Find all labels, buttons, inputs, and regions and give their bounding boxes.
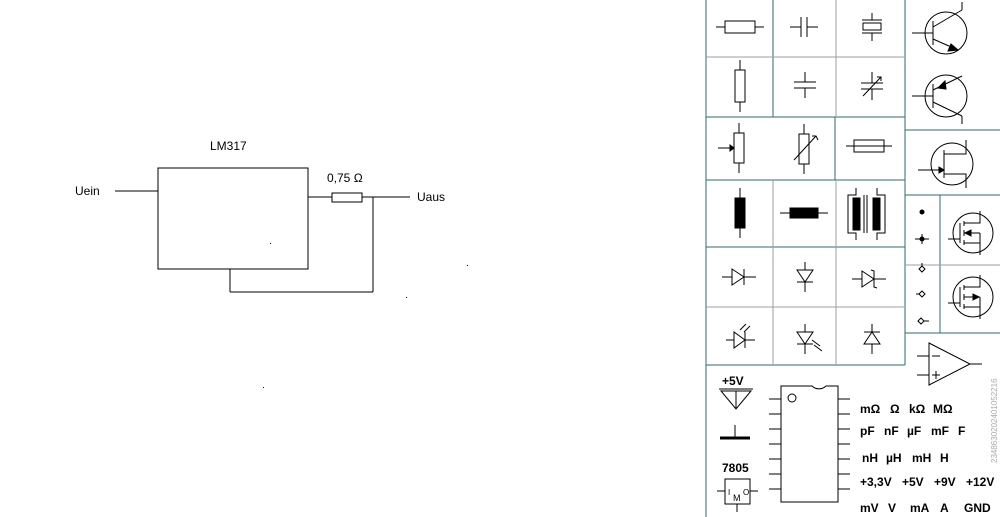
regulator-pin-ground: M (733, 493, 741, 503)
led-icon[interactable] (726, 323, 755, 349)
palette-grid (705, 0, 1000, 517)
voltage-5v[interactable]: +5V (902, 475, 924, 489)
voltage-9v[interactable]: +9V (934, 475, 956, 489)
unit-microhenry[interactable]: µH (886, 451, 902, 465)
regulator-label: LM317 (210, 139, 247, 153)
voltage-3v3[interactable]: +3,3V (860, 475, 892, 489)
unit-henry[interactable]: H (940, 451, 949, 465)
diode-vertical-icon[interactable] (796, 262, 814, 292)
resistor-label: 0,75 Ω (327, 171, 363, 185)
terminal-right-icon[interactable] (917, 317, 929, 325)
unit-microfarad[interactable]: µF (907, 424, 921, 438)
photodiode-icon[interactable] (796, 324, 823, 354)
unit-nanohenry[interactable]: nH (862, 451, 878, 465)
unit-millivolt[interactable]: mV (860, 501, 879, 515)
unit-farad[interactable]: F (958, 424, 965, 438)
npn-transistor-icon[interactable] (912, 2, 968, 55)
unit-millifarad[interactable]: mF (931, 424, 949, 438)
junction-dot-icon[interactable] (919, 209, 925, 215)
unit-volt[interactable]: V (888, 501, 896, 515)
voltage-12v[interactable]: +12V (966, 475, 994, 489)
resistor-symbol[interactable] (331, 192, 363, 203)
inductor-vertical-icon[interactable] (734, 188, 746, 238)
regulator-7805-icon[interactable] (717, 478, 758, 512)
unit-megaohm[interactable]: MΩ (933, 402, 953, 416)
variable-capacitor-icon[interactable] (861, 72, 883, 100)
unit-labels: mΩ Ω kΩ MΩ pF nF µF mF F nH µH mH H +3,3… (860, 402, 994, 515)
supply-arrow-icon[interactable] (719, 388, 753, 410)
ic-package-icon[interactable] (769, 385, 850, 503)
junction-cross-icon[interactable] (915, 234, 929, 244)
diode-horizontal-icon[interactable] (722, 268, 756, 286)
unit-picofarad[interactable]: pF (860, 424, 875, 438)
unit-ampere[interactable]: A (940, 501, 949, 515)
lm317-regulator-box[interactable] (157, 167, 309, 270)
unit-nanofarad[interactable]: nF (884, 424, 899, 438)
watermark-text: 2348630202401052216 (990, 378, 999, 463)
crystal-icon[interactable] (862, 13, 882, 41)
diode-reverse-icon[interactable] (863, 324, 881, 354)
unit-kiloohm[interactable]: kΩ (909, 402, 926, 416)
terminal-open-icon[interactable] (918, 263, 926, 273)
ground-icon[interactable] (720, 425, 750, 440)
output-label: Uaus (417, 190, 445, 204)
unit-milliohm[interactable]: mΩ (860, 402, 881, 416)
input-label: Uein (75, 184, 100, 198)
symbol-palette: +5V (705, 0, 1000, 517)
ground-label[interactable]: GND (964, 501, 991, 515)
stray-dots (263, 243, 468, 388)
jfet-transistor-icon[interactable] (918, 140, 974, 188)
regulator-pin-output: O (743, 488, 749, 497)
resistor-vertical-icon[interactable] (734, 60, 746, 112)
palette-cell-lines (706, 0, 1000, 365)
opamp-icon[interactable] (917, 342, 982, 386)
unit-milliampere[interactable]: mA (910, 501, 930, 515)
capacitor-vertical-icon[interactable] (794, 72, 816, 98)
nmos-transistor-icon[interactable] (948, 211, 994, 255)
trimmer-resistor-icon[interactable] (793, 124, 819, 174)
regulator-pin-input: I (728, 488, 730, 497)
fuse-icon[interactable] (846, 139, 892, 153)
unit-millihenry[interactable]: mH (912, 451, 931, 465)
zener-diode-icon[interactable] (852, 269, 886, 289)
resistor-horizontal-icon[interactable] (716, 20, 764, 34)
unit-ohm[interactable]: Ω (890, 402, 900, 416)
terminal-left-icon[interactable] (916, 290, 926, 298)
potentiometer-icon[interactable] (718, 123, 745, 173)
supply-label: +5V (722, 374, 744, 388)
regulator-7805-label: 7805 (722, 461, 749, 475)
transformer-icon[interactable] (847, 188, 886, 240)
pnp-transistor-icon[interactable] (912, 74, 968, 124)
lm317-circuit (115, 167, 410, 293)
capacitor-horizontal-icon[interactable] (790, 17, 818, 37)
pmos-transistor-icon[interactable] (948, 275, 994, 319)
inductor-horizontal-icon[interactable] (780, 207, 828, 219)
